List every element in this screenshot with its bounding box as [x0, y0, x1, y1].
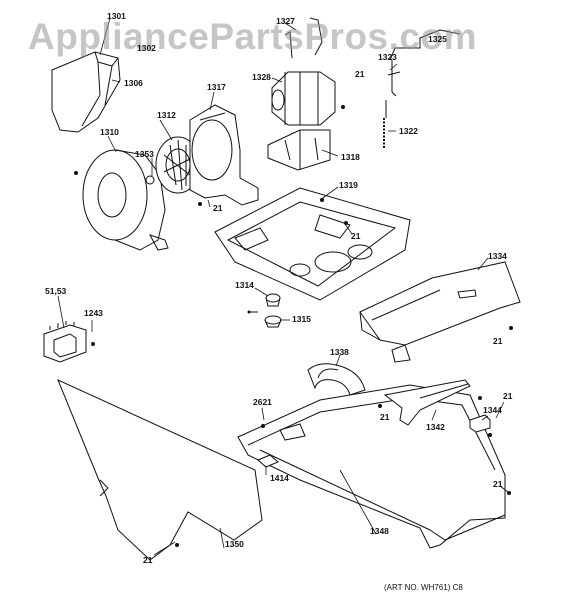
blower-housing-back-1317: [189, 104, 259, 206]
blower-wheel-1312: [145, 136, 201, 194]
callout-51-53: 51,53: [45, 286, 67, 296]
callout-1342: 1342: [426, 422, 445, 432]
callout-1414: 1414: [270, 473, 289, 483]
callout-21-bracket: 21: [380, 412, 390, 422]
screws: [74, 105, 513, 547]
elbow-duct-1338: [307, 363, 366, 396]
callout-1328: 1328: [252, 72, 271, 82]
idler-assembly: [383, 29, 461, 148]
blower-housing-1310: [82, 149, 169, 251]
callout-1310: 1310: [100, 127, 119, 137]
callout-1344: 1344: [483, 405, 502, 415]
callout-1334: 1334: [488, 251, 507, 261]
callout-21-duct: 21: [493, 336, 503, 346]
callout-1350: 1350: [225, 539, 244, 549]
callout-21-clip: 21: [503, 391, 513, 401]
pad-1414: [257, 454, 279, 468]
callout-2621: 2621: [253, 397, 272, 407]
callout-1317: 1317: [207, 82, 226, 92]
callout-1322: 1322: [399, 126, 418, 136]
base-pan-1319: [214, 187, 411, 301]
support-1314: [248, 293, 282, 328]
motor-1328: [271, 17, 336, 126]
callout-21-basepan: 21: [351, 231, 361, 241]
callout-1338: 1338: [330, 347, 349, 357]
callout-1318: 1318: [341, 152, 360, 162]
callout-1243: 1243: [84, 308, 103, 318]
callout-21-base: 21: [493, 479, 503, 489]
callout-1323: 1323: [378, 52, 397, 62]
terminal-block: [43, 321, 87, 363]
blower-cover-1306: [51, 51, 121, 133]
clip-1344: [469, 414, 491, 433]
callout-1314: 1314: [235, 280, 254, 290]
bracket-1342: [383, 379, 471, 426]
base-1348: [237, 384, 506, 549]
callout-21-blower: 21: [213, 203, 223, 213]
rear-panel-1350: [57, 379, 263, 561]
callout-1353: 1353: [135, 149, 154, 159]
leader-lines: [57, 17, 509, 556]
callout-1306: 1306: [124, 78, 143, 88]
callout-1325: 1325: [428, 34, 447, 44]
callout-1327: 1327: [276, 16, 295, 26]
callout-21-motor: 21: [355, 69, 365, 79]
callout-21-panel: 21: [143, 555, 153, 565]
callout-1319: 1319: [339, 180, 358, 190]
callout-1315: 1315: [292, 314, 311, 324]
callout-1348: 1348: [370, 526, 389, 536]
motor-bracket-1318: [267, 129, 331, 171]
callout-1302: 1302: [137, 43, 156, 53]
callout-1312: 1312: [157, 110, 176, 120]
callout-1301: 1301: [107, 11, 126, 21]
duct-1334: [359, 261, 521, 363]
art-number: (ART NO. WH761) C8: [384, 583, 463, 592]
